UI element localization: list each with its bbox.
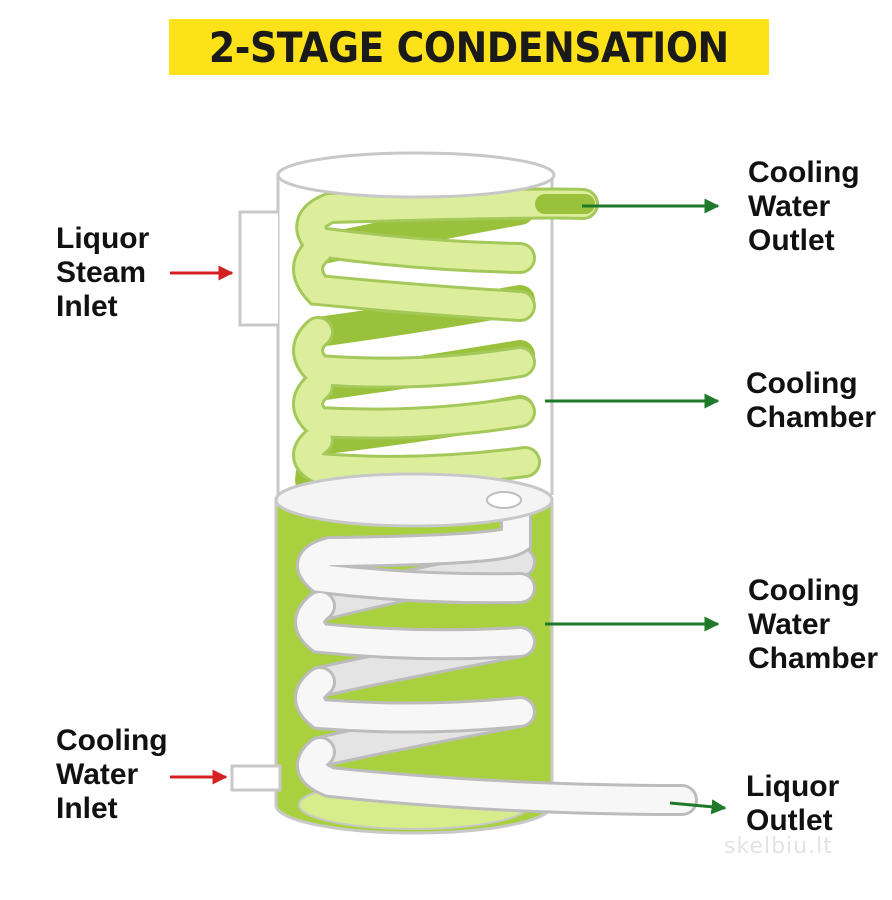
title-banner: 2-STAGE CONDENSATION [169, 19, 769, 75]
label-cooling-chamber: Cooling Chamber [746, 367, 877, 434]
label-cooling-water-chamber: Cooling Water Chamber [748, 574, 879, 675]
cooling-water-coil [292, 187, 599, 495]
diagram-title: 2-STAGE CONDENSATION [209, 22, 729, 72]
cooling-water-inlet-pipe [230, 764, 282, 792]
chamber-divider [274, 472, 554, 528]
watermark: skelbiu.lt [724, 834, 833, 859]
label-cooling-water-outlet: Cooling Water Outlet [748, 156, 860, 257]
label-cooling-water-inlet: Cooling Water Inlet [56, 724, 168, 825]
label-liquor-steam-inlet: Liquor Steam Inlet [56, 222, 150, 323]
liquor-coil [294, 496, 698, 816]
label-liquor-outlet: Liquor Outlet [746, 770, 840, 837]
top-lid [276, 151, 556, 199]
liquor-outlet-arrow [669, 799, 727, 815]
cooling-chamber-body [238, 175, 554, 495]
